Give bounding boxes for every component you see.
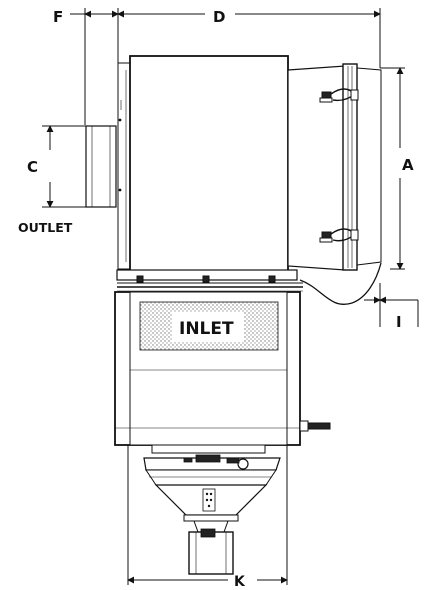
dimension-k-label: K	[234, 574, 246, 590]
dimension-d-label: D	[213, 8, 225, 26]
dimension-c	[42, 125, 92, 208]
upper-housing	[117, 55, 289, 272]
cone-label-plate	[202, 488, 216, 512]
dimension-i	[364, 283, 419, 327]
dimension-k	[127, 445, 288, 585]
upper-door-latch	[319, 88, 359, 103]
dimension-i-label: I	[396, 313, 402, 331]
discharge-pipe	[188, 528, 234, 575]
dimension-d	[117, 8, 381, 68]
dimension-a-label: A	[402, 156, 414, 174]
dimension-a	[380, 67, 405, 270]
outlet-label: OUTLET	[18, 220, 73, 235]
hopper-latch	[183, 454, 249, 470]
side-handle	[299, 420, 331, 432]
inlet-label: INLET	[179, 319, 234, 339]
dimension-f-label: F	[53, 8, 63, 26]
dimension-c-label: C	[27, 158, 38, 176]
dimension-f	[70, 8, 119, 125]
lower-door-latch	[319, 228, 359, 243]
access-door	[287, 63, 382, 271]
outlet-duct	[85, 125, 117, 208]
clamp-band	[116, 269, 303, 292]
grounding-cable	[299, 262, 382, 305]
